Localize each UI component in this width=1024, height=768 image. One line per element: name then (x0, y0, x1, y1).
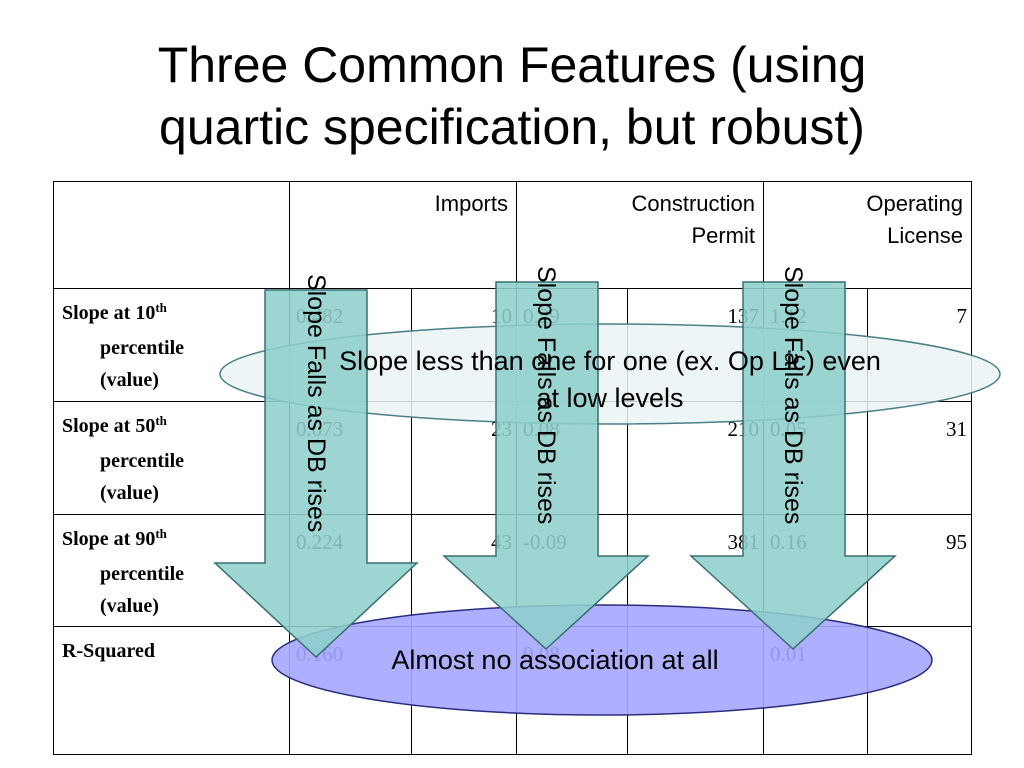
top-ellipse-text: Slope less than one for one (ex. Op Lic)… (225, 343, 995, 417)
down-arrow-icon (213, 289, 419, 659)
row-label-line3: (value) (100, 369, 159, 391)
top-ellipse-line1: Slope less than one for one (ex. Op Lic)… (339, 346, 881, 376)
slide-title: Three Common Features (using quartic spe… (0, 34, 1024, 158)
row-label-50th: Slope at 50th percentile (value) (53, 401, 290, 515)
row-label-rsquared: R-Squared (53, 626, 290, 755)
down-arrow-icon (689, 281, 897, 651)
row-label-sup: th (155, 413, 167, 428)
row-label-line2: percentile (100, 563, 185, 585)
cell-value: 95 (867, 514, 972, 627)
row-label-sup: th (155, 526, 167, 541)
row-label-text: Slope at 10 (62, 302, 156, 324)
header-row: Imports Construction Permit Operating Li… (53, 181, 972, 289)
row-label-text: Slope at 50 (62, 415, 156, 437)
header-empty-cell (53, 181, 290, 289)
bottom-ellipse (271, 604, 933, 716)
rsquared-label: R-Squared (62, 640, 155, 662)
row-label-line2: percentile (100, 450, 185, 472)
header-operating-line2: License (887, 223, 963, 248)
row-label-text: Slope at 90 (62, 528, 156, 550)
bottom-ellipse-text: Almost no association at all (300, 643, 810, 677)
row-label-line3: (value) (100, 482, 159, 504)
row-label-line3: (value) (100, 595, 159, 617)
arrow-label-imports: Slope Falls as DB rises (302, 274, 330, 533)
row-label-line2: percentile (100, 337, 185, 359)
bottom-ellipse-label: Almost no association at all (391, 645, 719, 675)
top-ellipse-line2: at low levels (536, 383, 684, 413)
row-label-90th: Slope at 90th percentile (value) (53, 514, 290, 627)
arrow-label-operating: Slope Falls as DB rises (779, 266, 807, 525)
header-construction-permit: Construction Permit (516, 181, 764, 289)
header-construction-line1: Construction (631, 191, 755, 216)
title-line-2: quartic specification, but robust) (159, 99, 865, 155)
header-construction-line2: Permit (691, 223, 755, 248)
header-operating-line1: Operating (866, 191, 963, 216)
header-imports-label: Imports (434, 191, 508, 216)
arrow-label-construction: Slope Falls as DB rises (532, 266, 560, 525)
row-label-sup: th (155, 300, 167, 315)
title-line-1: Three Common Features (using (157, 37, 867, 93)
down-arrow-icon (442, 281, 650, 651)
